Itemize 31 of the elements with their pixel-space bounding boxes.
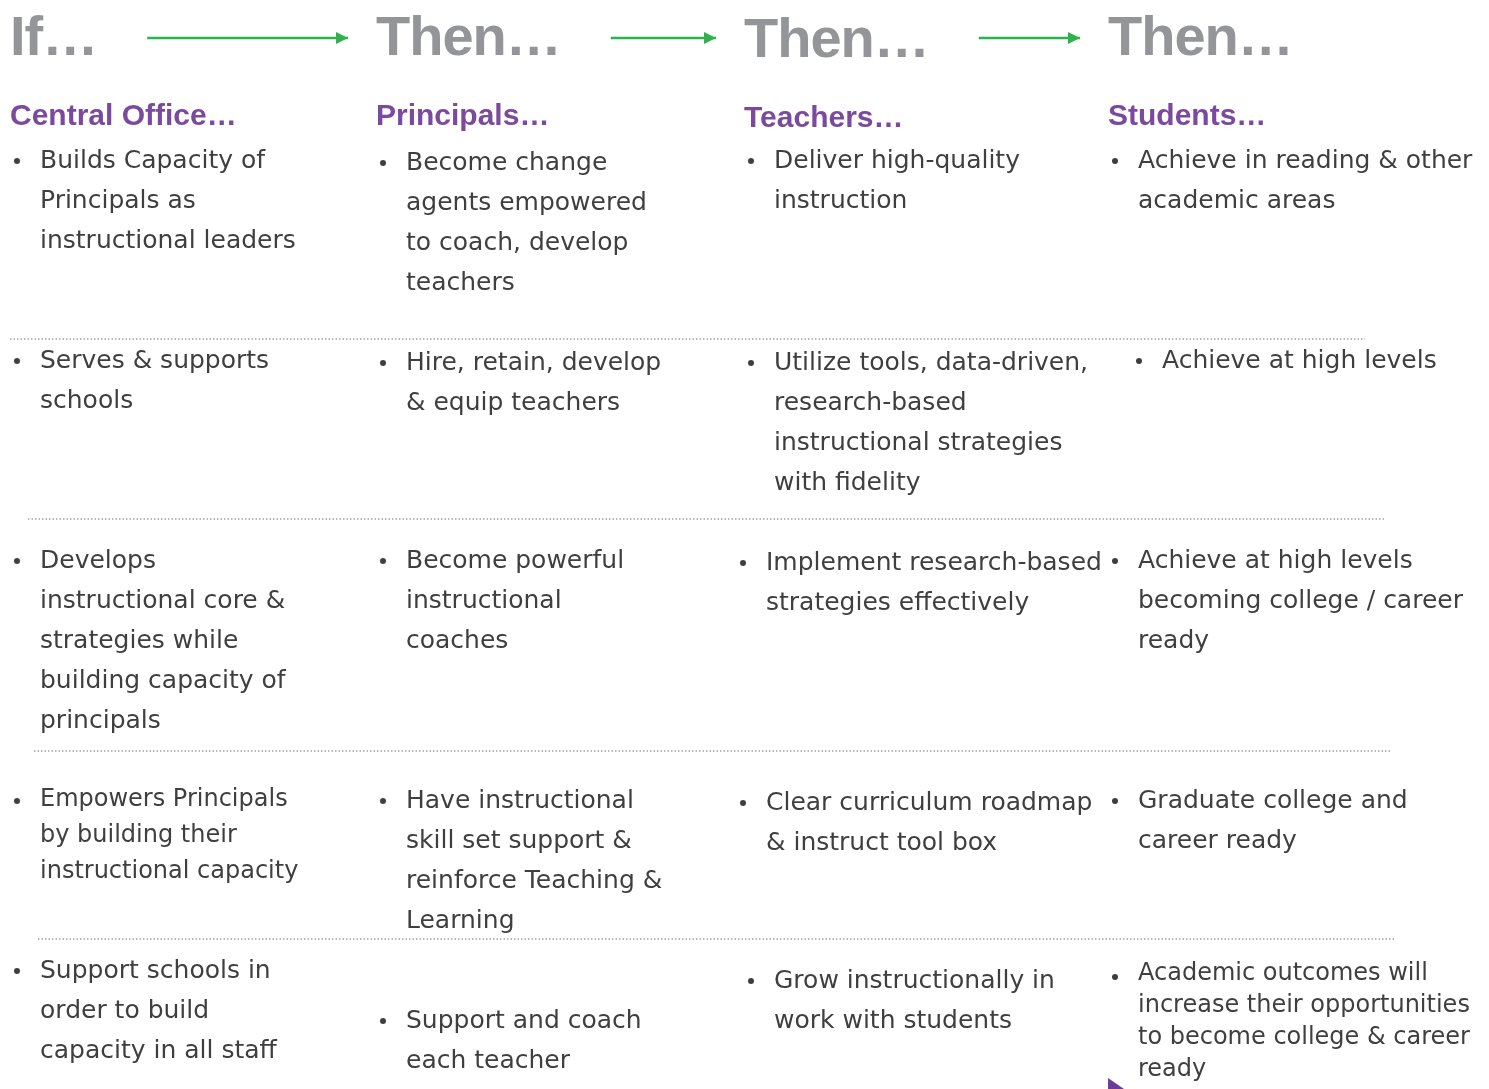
bullet-text: Serves & supports schools [40, 344, 271, 416]
bullet-text: Achieve in reading & other academic areas [1138, 144, 1474, 216]
arrow [610, 31, 716, 45]
bullet-text: Support schools in order to build capacity in all staff [40, 954, 279, 1066]
column-heading: Principals… [376, 98, 550, 132]
bullet-text: Graduate college and career ready [1138, 784, 1409, 856]
column-heading: Students… [1108, 98, 1267, 132]
bullet-text: Achieve at high levels becoming college / career ready [1138, 544, 1464, 656]
bullet-text: Academic outcomes will increase their opportunities to become college & career ready [1138, 957, 1471, 1084]
bullet-text: Become change agents empowered to coach, develop teachers [406, 146, 648, 298]
bullet-text: Have instructional skill set support & reinforce Teaching & Learning [406, 784, 664, 936]
bullet-text: Deliver high-quality instruction [774, 144, 1021, 216]
bullet-text: Grow instructionally in work with students [774, 964, 1056, 1036]
bullet-text: Develops instructional core & strategies while building capacity of principals [40, 544, 287, 736]
column-heading: Central Office… [10, 98, 237, 132]
column-heading: Teachers… [744, 100, 904, 134]
arrow [147, 31, 348, 45]
step-heading: Then… [376, 8, 561, 64]
arrow [978, 31, 1080, 45]
bullet-text: Implement research-based strategies effectively [766, 546, 1103, 618]
bullet-text: Support and coach each teacher [406, 1004, 643, 1076]
step-heading: Then… [744, 10, 929, 66]
bullet-text: Builds Capacity of Principals as instructional leaders [40, 144, 297, 256]
bullet-text: Empowers Principals by building their instructional capacity [40, 783, 300, 886]
bullet-text: Become powerful instructional coaches [406, 544, 626, 656]
bullet-text: Clear curriculum roadmap & instruct tool box [766, 786, 1094, 858]
bullet-text: Utilize tools, data-driven, research-based instructional strategies with fidelity [774, 346, 1090, 498]
bullet-text: Hire, retain, develop & equip teachers [406, 346, 663, 418]
step-heading: If… [10, 8, 98, 64]
bullet-text: Achieve at high levels [1162, 344, 1438, 376]
step-heading: Then… [1108, 8, 1293, 64]
